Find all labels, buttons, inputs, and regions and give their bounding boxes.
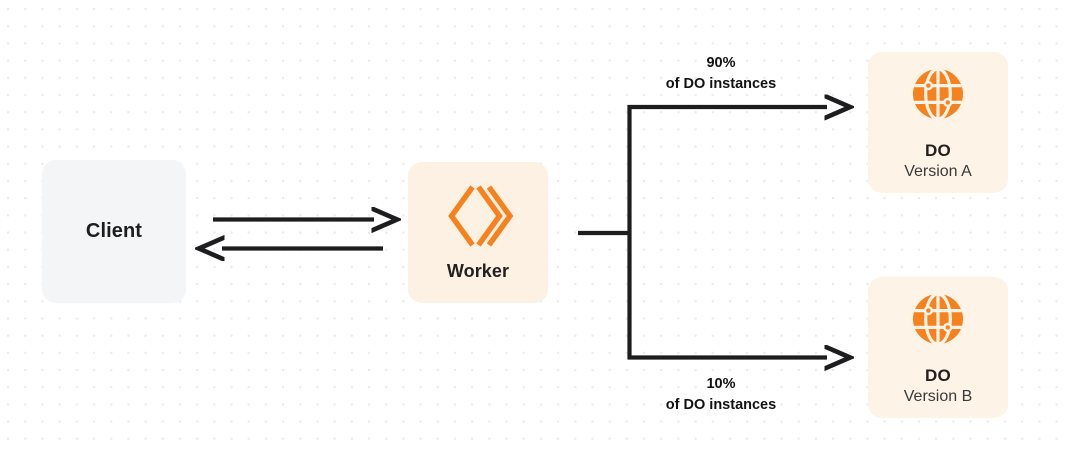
node-do-a-label: DO bbox=[925, 140, 951, 160]
cloudflare-workers-icon bbox=[448, 185, 514, 247]
edge-label-do-a-caption: of DO instances bbox=[665, 75, 777, 92]
edge-label-do-a: 90% of DO instances bbox=[611, 53, 831, 94]
durable-object-globe-icon bbox=[913, 66, 963, 121]
node-do-version-b[interactable]: DO Version B bbox=[868, 277, 1008, 418]
node-worker-label: Worker bbox=[446, 261, 510, 281]
node-do-b-label: DO bbox=[925, 365, 951, 385]
node-client-label: Client bbox=[85, 220, 143, 242]
node-worker[interactable]: Worker bbox=[408, 162, 548, 303]
node-client[interactable]: Client bbox=[42, 160, 186, 303]
node-do-version-a[interactable]: DO Version A bbox=[868, 52, 1008, 193]
node-do-a-sublabel: Version A bbox=[904, 162, 972, 180]
edge-label-do-b-percent: 10% bbox=[706, 376, 736, 392]
node-do-b-sublabel: Version B bbox=[903, 387, 973, 405]
durable-object-globe-icon bbox=[913, 291, 963, 346]
edge-label-do-b-caption: of DO instances bbox=[665, 396, 777, 413]
edge-label-do-a-percent: 90% bbox=[706, 55, 736, 71]
edge-label-do-b: 10% of DO instances bbox=[611, 374, 831, 415]
